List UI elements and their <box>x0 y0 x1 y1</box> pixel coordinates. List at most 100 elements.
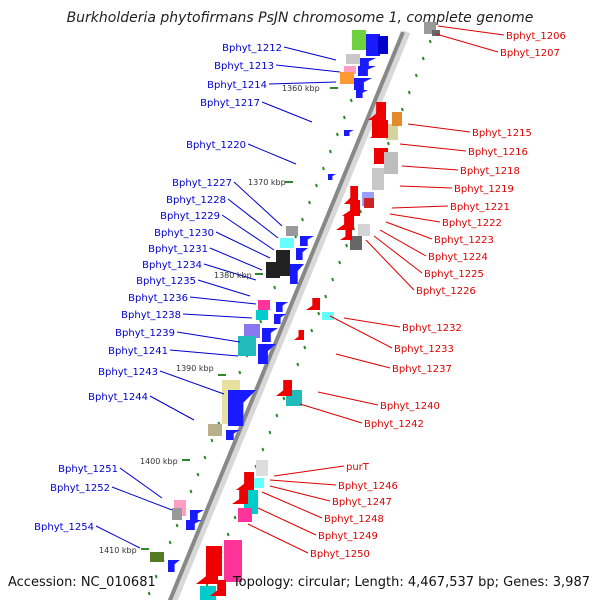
leader-line <box>407 123 471 133</box>
backbone-tick <box>261 447 265 452</box>
gene-feature <box>280 238 294 248</box>
gene-feature <box>244 324 260 338</box>
gene-label-plus: Bphyt_1217 <box>200 98 260 109</box>
backbone-tick <box>296 362 300 367</box>
backbone-tick <box>154 574 158 579</box>
chromosome-backbone <box>167 31 405 600</box>
leader-line <box>203 263 257 281</box>
backbone-tick <box>414 73 418 78</box>
backbone-tick <box>328 149 332 154</box>
gene-label-plus: Bphyt_1252 <box>50 483 110 494</box>
leader-line <box>233 181 283 227</box>
gene-label-plus: Bphyt_1234 <box>142 260 202 271</box>
gene-feature <box>200 586 216 600</box>
leader-line <box>283 46 337 61</box>
backbone-tick <box>331 277 335 282</box>
gene-label-minus: Bphyt_1223 <box>434 235 494 246</box>
gene-arrow <box>210 580 226 596</box>
backbone-tick <box>315 183 318 188</box>
gene-feature <box>322 312 334 320</box>
leader-line <box>268 81 337 85</box>
gene-arrow <box>186 520 202 530</box>
gene-label-plus: Bphyt_1235 <box>136 276 196 287</box>
gene-arrow <box>232 490 248 504</box>
leader-line <box>317 391 379 406</box>
leader-line <box>189 296 257 305</box>
leader-line <box>261 491 323 519</box>
backbone-tick <box>233 515 237 520</box>
gene-label-minus: Bphyt_1247 <box>332 497 392 508</box>
accession-text: Accession: NC_010681 <box>8 575 156 590</box>
gene-arrow <box>274 314 286 324</box>
gene-arrow <box>344 186 358 204</box>
chromosome-backbone-shadow <box>170 30 411 600</box>
gene-label-minus: Bphyt_1248 <box>324 514 384 525</box>
gene-label-plus: Bphyt_1227 <box>172 178 232 189</box>
gene-arrow <box>360 58 376 68</box>
leader-line <box>437 25 505 36</box>
leader-line <box>335 353 391 369</box>
gene-feature <box>350 236 362 250</box>
gene-arrow <box>306 298 320 310</box>
gene-arrow <box>358 66 376 76</box>
gene-label-plus: Bphyt_1239 <box>115 328 175 339</box>
gene-label-minus: Bphyt_1207 <box>500 48 560 59</box>
gene-label-minus: Bphyt_1206 <box>506 31 566 42</box>
leader-line <box>435 33 499 53</box>
backbone-tick <box>210 438 214 443</box>
kbp-tick-label: 1400 kbp <box>140 457 178 466</box>
backbone-tick <box>421 56 425 61</box>
gene-arrow <box>368 102 386 120</box>
gene-arrow <box>226 430 240 440</box>
gene-feature <box>372 168 384 190</box>
leader-line <box>182 313 253 319</box>
gene-label-plus: Bphyt_1230 <box>154 228 214 239</box>
backbone-tick <box>268 430 272 435</box>
backbone-tick <box>349 98 353 103</box>
gene-label-minus: Bphyt_1225 <box>424 269 484 280</box>
leader-line <box>365 239 415 291</box>
gene-label-plus: Bphyt_1244 <box>88 392 148 403</box>
backbone-tick <box>428 39 432 44</box>
leader-line <box>329 315 393 349</box>
leader-line <box>385 221 433 240</box>
gene-arrow <box>342 200 360 216</box>
gene-label-minus: Bphyt_1218 <box>460 166 520 177</box>
gene-feature <box>286 226 298 236</box>
backbone-tick <box>303 345 307 350</box>
gene-arrow <box>228 390 256 426</box>
gene-feature <box>208 424 222 436</box>
gene-label-plus: Bphyt_1231 <box>148 244 208 255</box>
gene-arrow <box>276 380 292 396</box>
genome-summary-text: Topology: circular; Length: 4,467,537 bp… <box>232 575 590 590</box>
backbone-tick <box>189 489 193 494</box>
backbone-tick <box>226 532 230 537</box>
gene-feature <box>386 124 398 140</box>
gene-feature <box>432 30 440 36</box>
gene-arrow <box>344 130 354 136</box>
gene-label-minus: Bphyt_1222 <box>442 218 502 229</box>
backbone-tick <box>335 132 339 137</box>
leader-line <box>95 525 141 549</box>
gene-feature <box>378 36 388 54</box>
gene-arrow <box>196 562 218 584</box>
gene-feature <box>340 72 354 84</box>
gene-feature <box>392 112 402 126</box>
leader-line <box>209 247 263 271</box>
backbone-tick <box>275 413 279 418</box>
gene-label-minus: Bphyt_1237 <box>392 364 452 375</box>
gene-label-minus: Bphyt_1242 <box>364 419 424 430</box>
gene-label-minus: Bphyt_1233 <box>394 344 454 355</box>
kbp-tick-label: 1410 kbp <box>99 546 137 555</box>
gene-feature <box>238 508 252 522</box>
gene-label-plus: Bphyt_1254 <box>34 522 94 533</box>
gene-label-plus: Bphyt_1220 <box>186 140 246 151</box>
leader-line <box>197 279 251 297</box>
leader-line <box>273 465 345 477</box>
backbone-tick <box>168 540 172 545</box>
kbp-tick-label: 1380 kbp <box>214 271 252 280</box>
kbp-tick-label: 1360 kbp <box>282 84 320 93</box>
gene-arrow <box>356 90 368 98</box>
kbp-tick-label: 1390 kbp <box>176 364 214 373</box>
